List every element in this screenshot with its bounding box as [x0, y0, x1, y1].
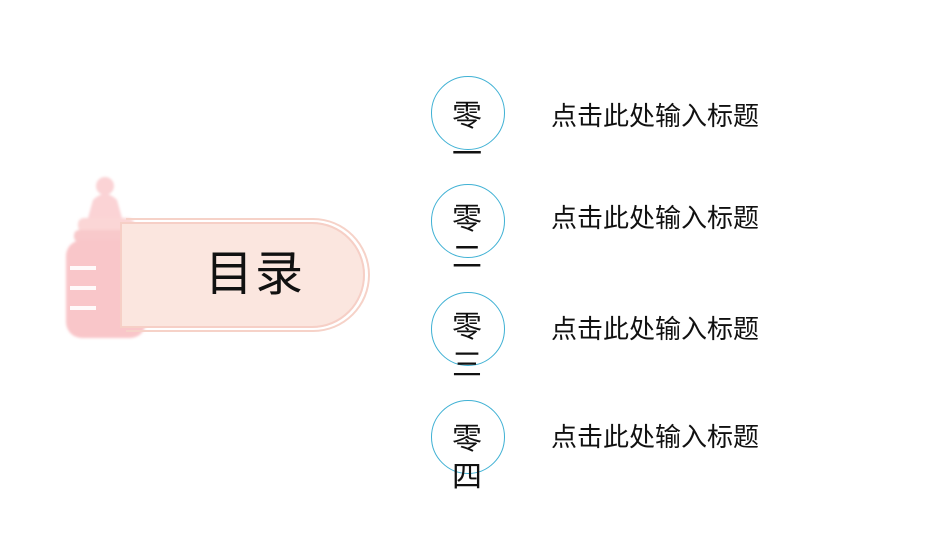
item-number-circle: [431, 76, 505, 150]
item-number: 零三: [452, 310, 482, 383]
item-number: 零二: [452, 202, 482, 275]
item-title-2[interactable]: 点击此处输入标题: [551, 204, 760, 234]
title-banner-outline: [126, 218, 370, 332]
item-number: 零四: [452, 422, 482, 495]
item-number-circle: [431, 292, 505, 366]
item-number-circle: [431, 184, 505, 258]
item-number-circle: [431, 400, 505, 474]
item-title-4[interactable]: 点击此处输入标题: [551, 423, 760, 453]
item-title-1[interactable]: 点击此处输入标题: [551, 102, 760, 132]
item-number: 零一: [452, 99, 482, 172]
page-title: 目录: [205, 246, 306, 302]
item-title-3[interactable]: 点击此处输入标题: [551, 315, 760, 345]
